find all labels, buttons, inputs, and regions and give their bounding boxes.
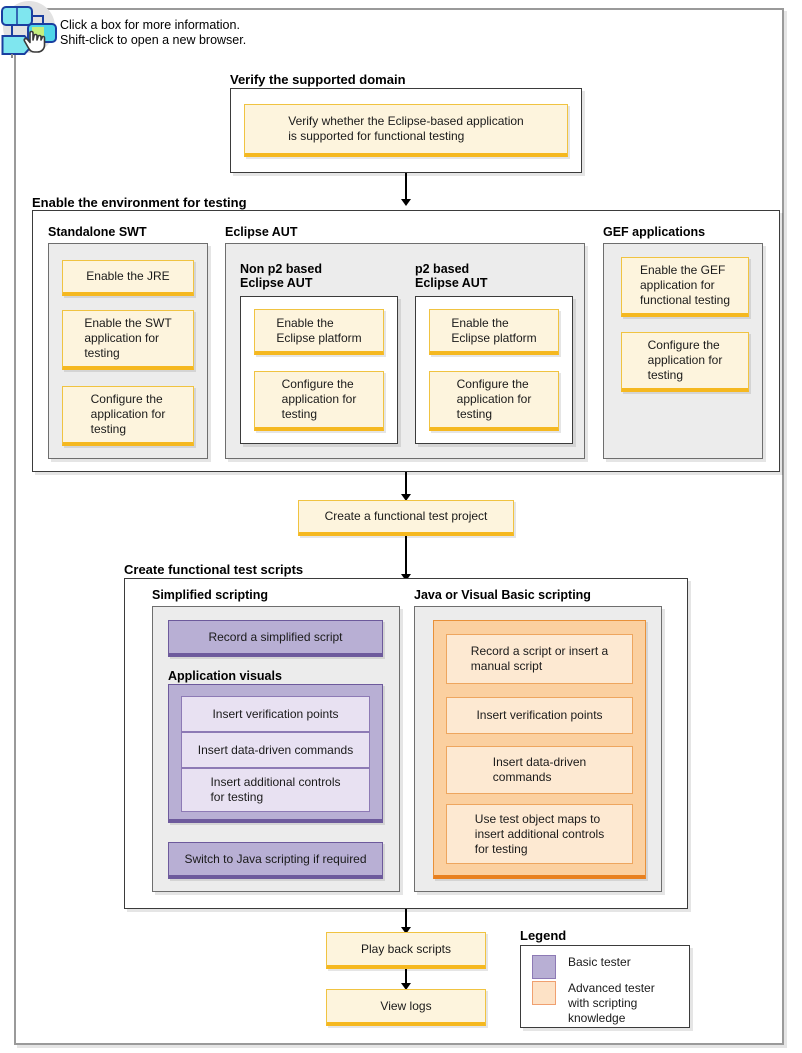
legend-title: Legend	[520, 928, 567, 943]
node-label: Insert verification points	[212, 706, 339, 721]
node-label: Enable the GEF application for functiona…	[639, 263, 731, 307]
connector-playback-to-viewlogs	[405, 969, 407, 985]
node-insert-verification-points-simplified[interactable]: Insert verification points	[181, 696, 370, 732]
hint-line-1: Click a box for more information.	[60, 18, 240, 32]
node-label: Record a simplified script	[208, 629, 343, 644]
legend-item-label: Advanced tester with scripting knowledge	[568, 981, 655, 1025]
node-verify-supported-domain[interactable]: Verify whether the Eclipse-based applica…	[244, 104, 568, 157]
node-enable-jre[interactable]: Enable the JRE	[62, 260, 194, 296]
p2-eclipse-aut-title: p2 based Eclipse AUT	[415, 262, 488, 290]
connector-verify-to-enable	[405, 173, 407, 201]
simplified-scripting-title: Simplified scripting	[152, 588, 268, 602]
node-label: Switch to Java scripting if required	[184, 851, 367, 866]
node-label: Enable the Eclipse platform	[451, 315, 537, 345]
node-label: Configure the application for testing	[647, 338, 723, 382]
node-label: Create a functional test project	[324, 509, 488, 523]
legend-item-label: Basic tester	[568, 955, 631, 969]
connector-create-project-to-scripts	[405, 536, 407, 576]
node-nonp2-configure-application[interactable]: Configure the application for testing	[254, 371, 384, 431]
arrowhead-scripts-to-playback	[401, 927, 411, 934]
node-record-or-insert-manual-script[interactable]: Record a script or insert a manual scrip…	[446, 634, 633, 684]
advanced-tester-swatch	[532, 981, 556, 1005]
node-play-back-scripts[interactable]: Play back scripts	[326, 932, 486, 969]
gef-applications-title: GEF applications	[603, 225, 706, 239]
non-p2-eclipse-aut-title: Non p2 based Eclipse AUT	[240, 262, 322, 290]
node-insert-verification-points-java[interactable]: Insert verification points	[446, 697, 633, 734]
node-label: Enable the JRE	[86, 269, 170, 283]
node-insert-additional-controls-simplified[interactable]: Insert additional controls for testing	[181, 768, 370, 812]
standalone-swt-title: Standalone SWT	[48, 225, 147, 239]
arrowhead-verify-to-enable	[401, 199, 411, 206]
arrowhead-enable-to-create-project	[401, 494, 411, 501]
node-enable-gef-application[interactable]: Enable the GEF application for functiona…	[621, 257, 749, 317]
node-switch-to-java-scripting[interactable]: Switch to Java scripting if required	[168, 842, 383, 879]
node-label: View logs	[380, 998, 432, 1013]
enable-section-title: Enable the environment for testing	[32, 195, 247, 210]
eclipse-aut-title: Eclipse AUT	[225, 225, 298, 239]
node-label: Record a script or insert a manual scrip…	[470, 644, 609, 673]
connector-enable-to-create-project	[405, 472, 407, 496]
java-scripting-title: Java or Visual Basic scripting	[414, 588, 591, 602]
node-record-simplified-script[interactable]: Record a simplified script	[168, 620, 383, 657]
node-enable-swt-application[interactable]: Enable the SWT application for testing	[62, 310, 194, 370]
node-create-functional-test-project[interactable]: Create a functional test project	[298, 500, 514, 536]
node-insert-data-driven-commands-java[interactable]: Insert data-driven commands	[446, 746, 633, 794]
arrowhead-create-project-to-scripts	[401, 574, 411, 581]
legend-item-basic-tester: Basic tester	[532, 955, 682, 979]
node-label: Insert data-driven commands	[492, 755, 587, 784]
node-nonp2-enable-eclipse-platform[interactable]: Enable the Eclipse platform	[254, 309, 384, 355]
legend-item-advanced-tester: Advanced tester with scripting knowledge	[532, 981, 682, 1026]
verify-section-title: Verify the supported domain	[230, 72, 406, 87]
node-insert-data-driven-commands-simplified[interactable]: Insert data-driven commands	[181, 732, 370, 768]
node-label: Insert additional controls for testing	[210, 775, 341, 804]
node-use-test-object-maps[interactable]: Use test object maps to insert additiona…	[446, 804, 633, 864]
arrowhead-playback-to-viewlogs	[401, 983, 411, 990]
basic-tester-swatch	[532, 955, 556, 979]
node-view-logs[interactable]: View logs	[326, 989, 486, 1026]
application-visuals-label: Application visuals	[168, 669, 282, 683]
connector-scripts-to-playback	[405, 909, 407, 929]
flowchart-click-icon	[0, 0, 58, 58]
node-p2-configure-application[interactable]: Configure the application for testing	[429, 371, 559, 431]
node-label: Insert verification points	[476, 708, 603, 722]
node-label: Verify whether the Eclipse-based applica…	[288, 114, 524, 143]
node-label: Configure the application for testing	[456, 377, 532, 421]
node-configure-gef-application[interactable]: Configure the application for testing	[621, 332, 749, 392]
node-label: Configure the application for testing	[90, 392, 166, 436]
node-p2-enable-eclipse-platform[interactable]: Enable the Eclipse platform	[429, 309, 559, 355]
scripts-section-title: Create functional test scripts	[124, 562, 304, 577]
node-label: Configure the application for testing	[281, 377, 357, 421]
node-label: Enable the Eclipse platform	[276, 315, 362, 345]
hint-text: Click a box for more information. Shift-…	[60, 18, 360, 48]
node-label: Insert data-driven commands	[197, 742, 354, 757]
hint-line-2: Shift-click to open a new browser.	[60, 33, 247, 47]
node-label: Enable the SWT application for testing	[84, 316, 172, 360]
node-configure-swt-application[interactable]: Configure the application for testing	[62, 386, 194, 446]
node-label: Play back scripts	[360, 941, 452, 956]
node-label: Use test object maps to insert additiona…	[474, 811, 605, 856]
